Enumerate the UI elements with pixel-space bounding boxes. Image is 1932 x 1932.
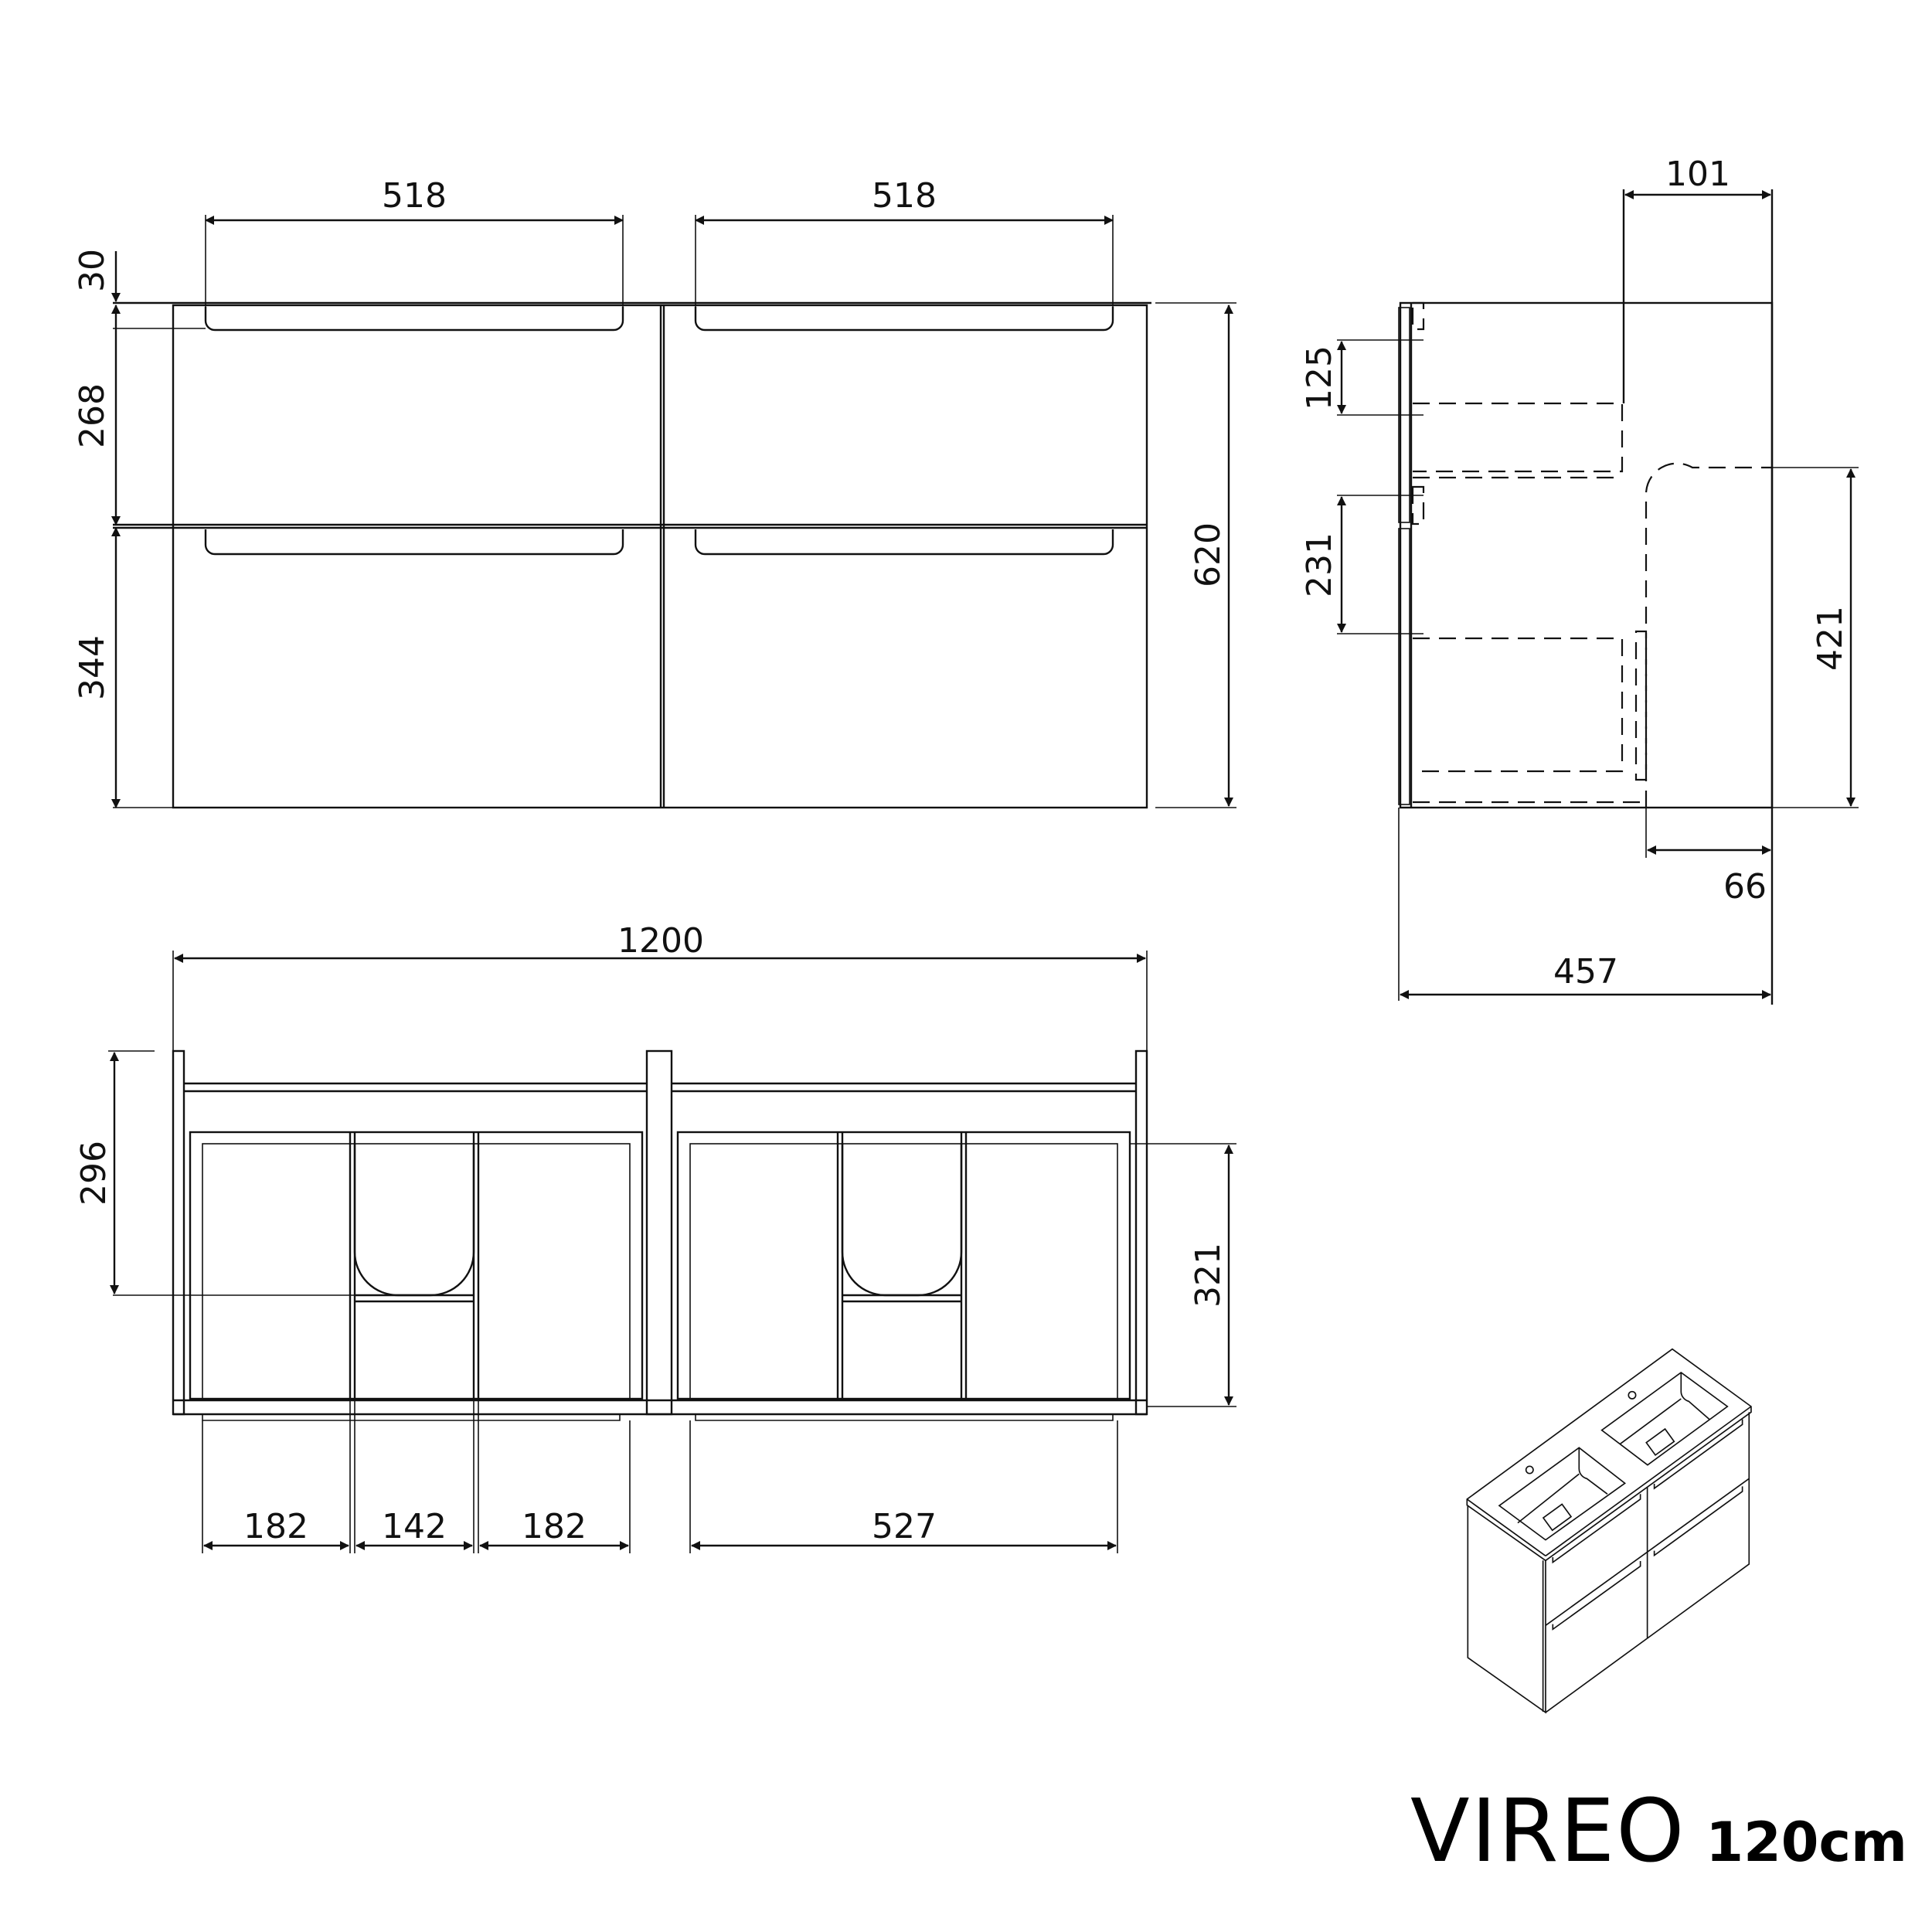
product-title: VIREO 120cm [1410, 1781, 1907, 1882]
dim-518-right: 518 [872, 176, 937, 216]
handle-top-left [204, 307, 624, 332]
dim-182-a: 182 [243, 1507, 308, 1546]
handle-bottom-left [204, 529, 624, 556]
dim-125: 125 [1300, 345, 1339, 410]
dim-620: 620 [1189, 522, 1228, 587]
dim-142: 142 [382, 1507, 447, 1546]
front-view: 518 518 30 268 344 620 [73, 176, 1236, 809]
dim-182-b: 182 [522, 1507, 587, 1546]
plan-view: 1200 [74, 921, 1236, 1553]
dim-518-left: 518 [382, 176, 447, 216]
dim-268: 268 [73, 383, 112, 448]
dim-457: 457 [1553, 952, 1618, 992]
dim-66: 66 [1723, 867, 1767, 906]
handle-top-right [694, 307, 1114, 332]
side-view: 101 125 231 421 66 457 [1300, 155, 1859, 1005]
dim-296: 296 [74, 1141, 114, 1206]
dim-344: 344 [73, 635, 112, 700]
dim-421: 421 [1811, 606, 1850, 671]
dim-527: 527 [872, 1507, 937, 1546]
product-name: VIREO [1410, 1781, 1686, 1882]
dim-321: 321 [1189, 1243, 1228, 1308]
dim-1200: 1200 [617, 921, 704, 961]
dim-101: 101 [1665, 155, 1730, 194]
dim-30: 30 [73, 249, 112, 292]
product-size: 120cm [1706, 1811, 1907, 1874]
handle-bottom-right [694, 529, 1114, 556]
isometric-view [1466, 1348, 1752, 1714]
dim-231: 231 [1300, 532, 1339, 597]
side-cabinet-outline [1399, 301, 1774, 809]
siphon-cutout-left [353, 1144, 475, 1297]
siphon-cutout-right [841, 1144, 963, 1297]
